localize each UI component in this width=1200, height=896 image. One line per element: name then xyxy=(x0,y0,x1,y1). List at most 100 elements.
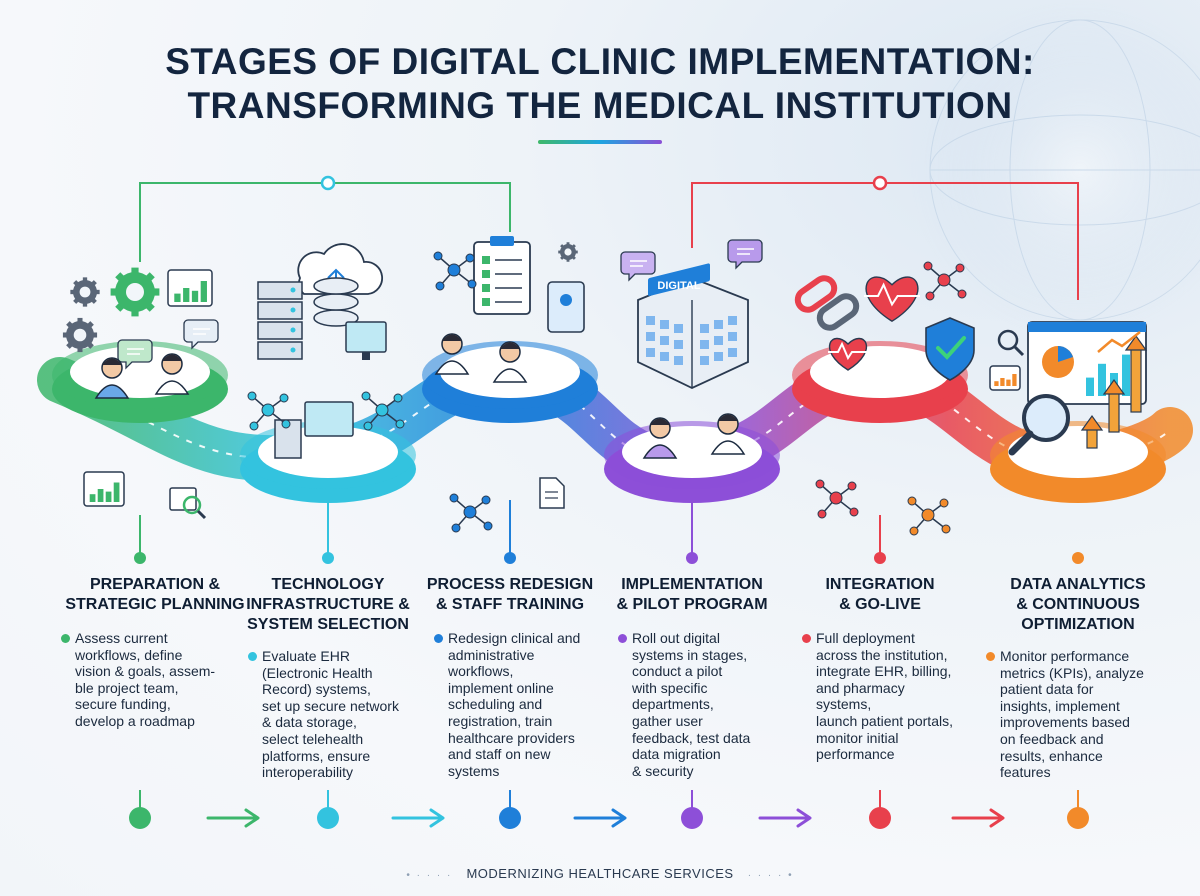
stage-description-line: systems xyxy=(448,762,500,779)
title-line-1: STAGES OF DIGITAL CLINIC IMPLEMENTATION: xyxy=(165,41,1035,82)
stage-connector-4 xyxy=(686,500,698,564)
doctor-icon xyxy=(492,341,528,383)
stage-title-5: INTEGRATION& GO-LIVE xyxy=(785,575,975,615)
network-icon xyxy=(907,496,951,536)
stage-title-line: & STAFF TRAINING xyxy=(435,596,585,613)
stage-title-line: PROCESS REDESIGN xyxy=(426,576,594,593)
timeline-arrow-5 xyxy=(951,808,1005,828)
stage-connector-1 xyxy=(134,515,146,564)
stage-description-line: workflows, xyxy=(448,663,514,680)
stage-description-line: integrate EHR, billing, xyxy=(816,663,952,680)
top-connector-left xyxy=(139,175,511,262)
gear-icon xyxy=(558,242,578,262)
stage-description-line: across the institution, xyxy=(816,646,948,663)
stage-title-4: IMPLEMENTATION& PILOT PROGRAM xyxy=(597,575,787,615)
stage-description-line: & data storage, xyxy=(262,714,357,731)
chat-bubble-icon xyxy=(727,239,763,270)
stage-description-line: scheduling and xyxy=(448,696,543,713)
stage-title-line: INFRASTRUCTURE & xyxy=(246,596,410,613)
stage-connector-3 xyxy=(504,500,516,564)
stage-description-line: Full deployment xyxy=(816,630,915,646)
stage-description-line: & security xyxy=(632,762,694,779)
stage-description-line: healthcare providers xyxy=(448,729,575,746)
stage-description-line: develop a roadmap xyxy=(75,712,195,729)
globe-decoration xyxy=(910,0,1200,340)
chat-bubble-icon xyxy=(183,319,219,350)
person-icon xyxy=(94,357,130,399)
stage-description-line: administrative xyxy=(448,646,535,663)
stage-platform-6 xyxy=(990,421,1166,503)
stage-3-illustration xyxy=(433,236,585,533)
network-icon xyxy=(433,251,477,291)
stage-description-line: Roll out digital xyxy=(632,630,720,646)
chat-bubble-icon xyxy=(117,339,153,370)
shield-check-icon xyxy=(925,317,975,381)
stage-description-line: monitor initial xyxy=(816,729,899,746)
stage-title-3: PROCESS REDESIGN & STAFF TRAINING xyxy=(415,575,605,615)
doctor-icon xyxy=(710,413,746,455)
bullet-dot xyxy=(802,634,811,643)
gear-icon xyxy=(70,277,100,307)
stage-title-line: IMPLEMENTATION xyxy=(621,576,763,593)
stage-description-line: secure funding, xyxy=(75,696,171,713)
timeline-arrow-2 xyxy=(391,808,445,828)
stage-4-illustration: DIGITAL xyxy=(620,239,763,459)
magnifier-icon xyxy=(1008,394,1070,456)
stage-connector-6 xyxy=(1072,552,1084,564)
stage-description-line: registration, train xyxy=(448,712,553,729)
timeline-arrow-4 xyxy=(758,808,812,828)
stage-description-line: on feedback and xyxy=(1000,730,1104,747)
stage-description-line: set up secure network xyxy=(262,697,399,714)
footer-deco-left: • · · · · xyxy=(406,870,453,881)
stage-title-line: & CONTINUOUS xyxy=(1016,596,1140,613)
bullet-dot xyxy=(248,652,257,661)
stage-title-line: PREPARATION & xyxy=(89,576,221,593)
timeline-node-2 xyxy=(317,790,339,829)
dashboard-icon xyxy=(1027,321,1147,405)
bar-chart-icon xyxy=(167,269,213,307)
stage-description-line: gather user xyxy=(632,712,703,729)
doctor-icon xyxy=(434,333,470,375)
heartbeat-icon xyxy=(864,276,920,323)
footer: • · · · · MODERNIZING HEALTHCARE SERVICE… xyxy=(0,866,1200,881)
growth-arrows-icon xyxy=(1080,334,1148,449)
tablet-icon xyxy=(547,281,585,333)
heartbeat-icon xyxy=(828,337,868,371)
stage-connector-5 xyxy=(874,515,886,564)
stage-description-line: improvements based xyxy=(1000,714,1130,731)
bar-chart-icon xyxy=(989,365,1021,391)
stage-connector-2 xyxy=(322,500,334,564)
stage-description-line: workflows, define xyxy=(75,646,183,663)
stage-description-line: with specific xyxy=(632,679,708,696)
stage-title-line: INTEGRATION xyxy=(825,576,935,593)
stage-description-line: metrics (KPIs), analyze xyxy=(1000,664,1144,681)
stage-title-line: STRATEGIC PLANNING xyxy=(65,596,245,613)
stage-description-line: Assess current xyxy=(75,630,168,646)
timeline-node-6 xyxy=(1067,790,1089,829)
network-icon xyxy=(923,261,967,301)
timeline-node-3 xyxy=(499,790,521,829)
stage-5-illustration xyxy=(794,261,975,536)
stage-description-line: insights, implement xyxy=(1000,697,1120,714)
stage-1-illustration xyxy=(62,267,219,399)
stage-description-line: implement online xyxy=(448,679,554,696)
gear-icon xyxy=(110,267,160,317)
timeline-arrow-1 xyxy=(206,808,260,828)
digital-sign-text: DIGITAL xyxy=(657,280,700,292)
stage-description-line: launch patient portals, xyxy=(816,712,953,729)
stage-description-line: ble project team, xyxy=(75,679,179,696)
stage-6-illustration xyxy=(989,321,1148,456)
title-underline xyxy=(538,140,662,144)
patient-icon xyxy=(642,417,678,459)
gear-icon xyxy=(62,317,98,353)
stage-description-line: feedback, test data xyxy=(632,729,751,746)
stage-description-line: and staff on new xyxy=(448,746,551,763)
stage-description-line: Record) systems, xyxy=(262,681,371,698)
hospital-building-icon: DIGITAL xyxy=(637,263,749,389)
monitor-icon xyxy=(345,321,387,360)
